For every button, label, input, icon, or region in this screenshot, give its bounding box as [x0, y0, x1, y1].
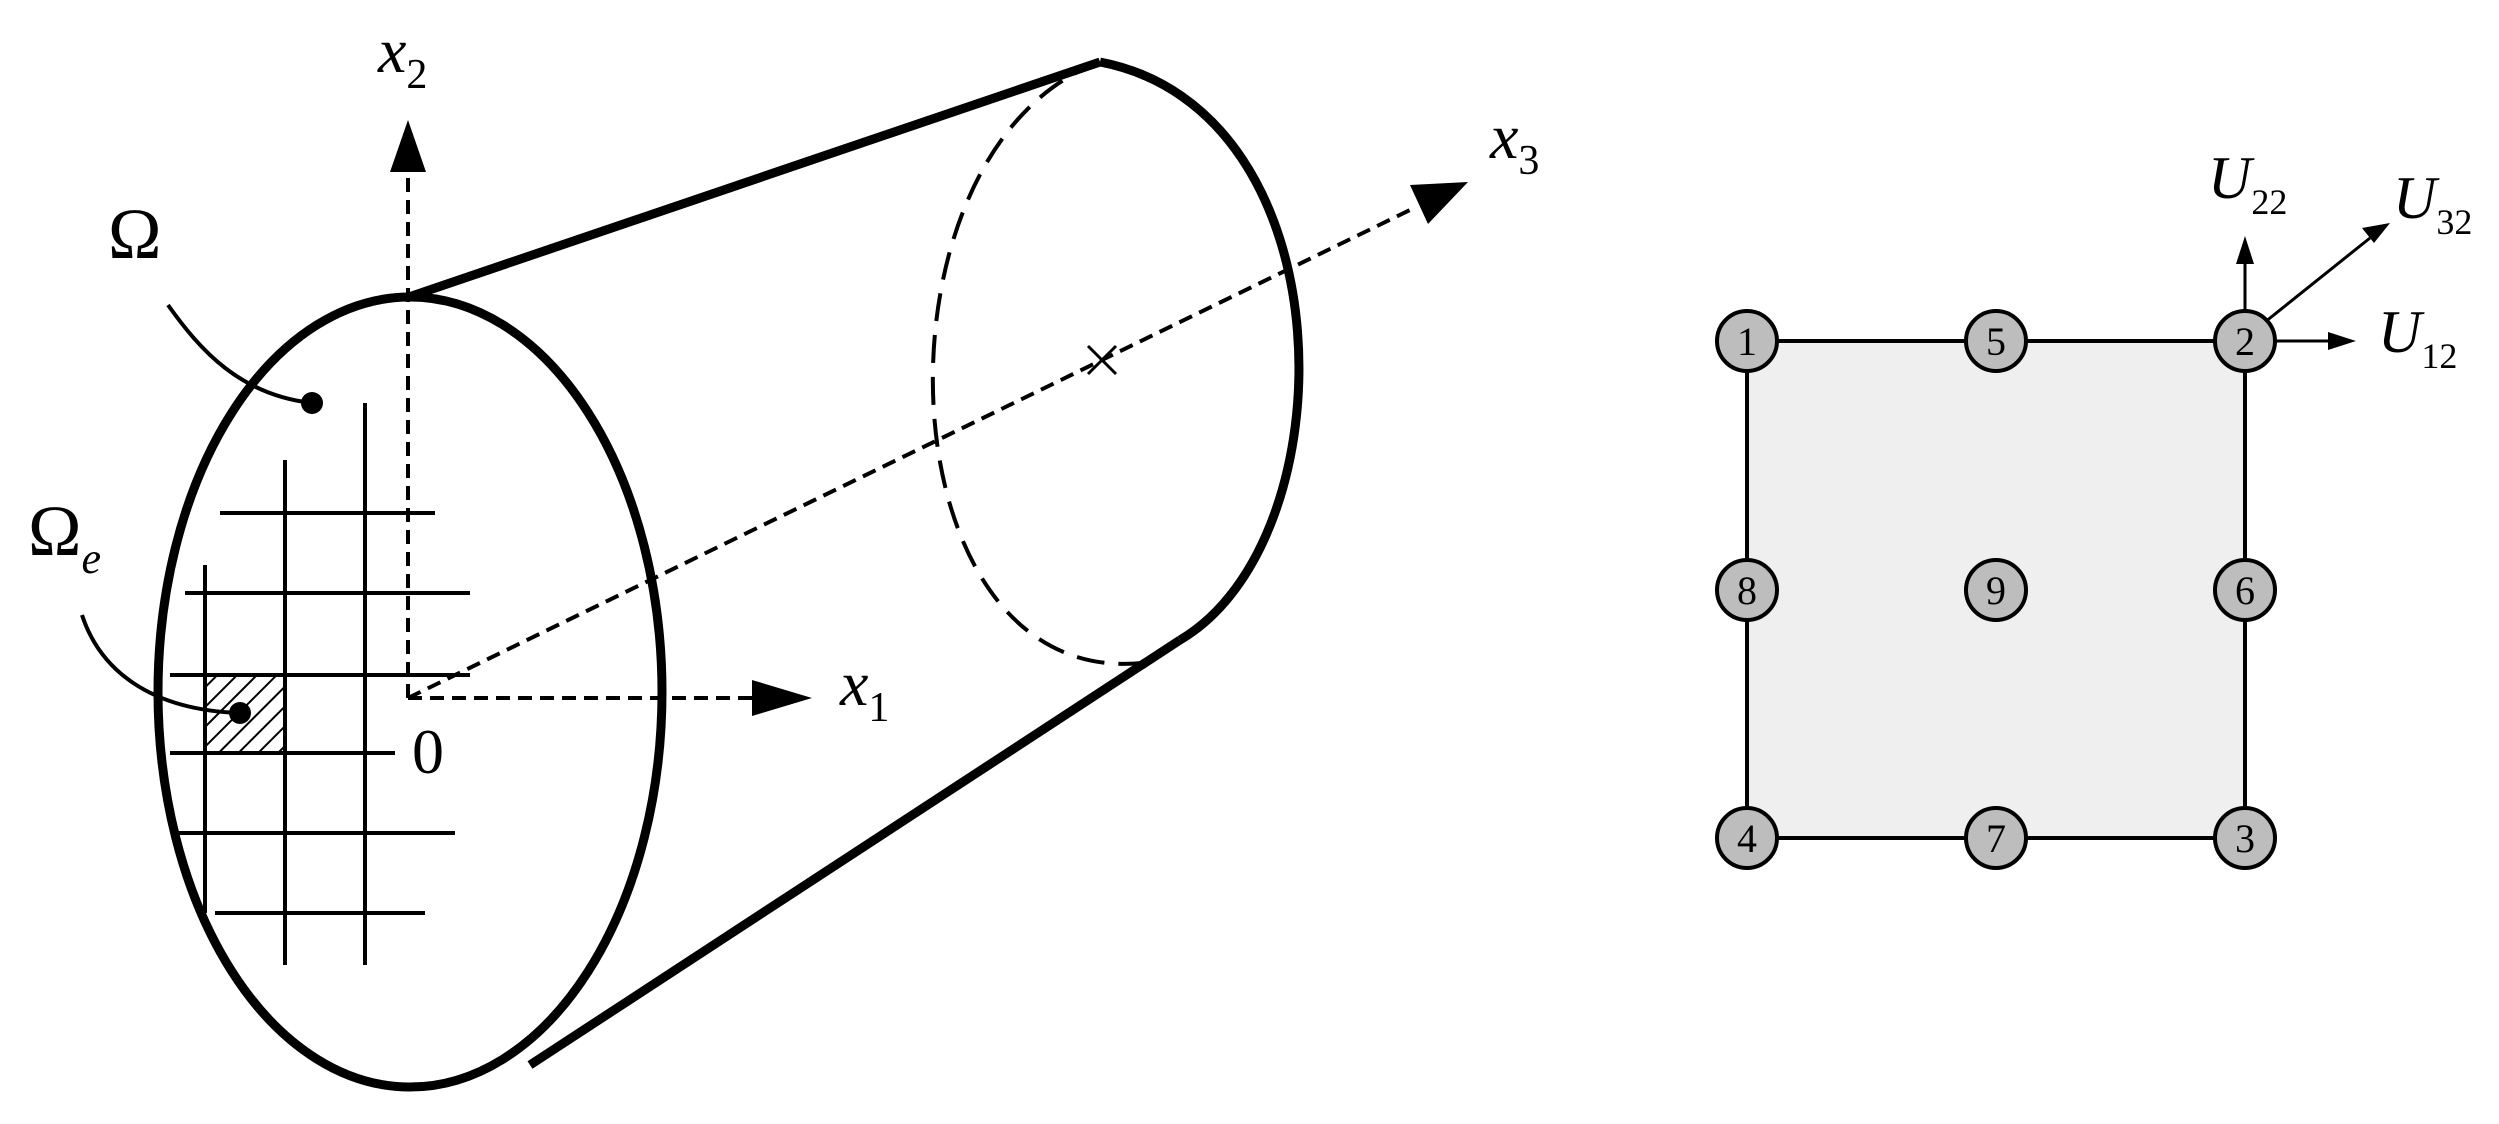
u22-label: U22 — [2208, 145, 2287, 222]
x3-arrowhead — [1410, 182, 1468, 224]
x2-arrowhead — [390, 120, 426, 172]
mesh-grid — [170, 403, 470, 965]
svg-text:5: 5 — [1986, 319, 2006, 364]
x3-axis-label: x3 — [1489, 101, 1539, 184]
x1-arrowhead — [752, 680, 812, 716]
svg-text:9: 9 — [1986, 568, 2006, 613]
u12-label: U12 — [2378, 299, 2457, 376]
omega-dot — [301, 392, 323, 414]
omega-label: Ω — [108, 194, 162, 274]
svg-text:1: 1 — [1737, 319, 1757, 364]
cylinder-top-edge — [398, 57, 1102, 305]
node: 2 — [2213, 309, 2277, 373]
back-ellipse-hidden — [930, 60, 1151, 666]
element-figure: U22 U32 U12 1 5 2 8 9 6 — [1715, 145, 2472, 870]
node: 8 — [1715, 558, 1779, 622]
node: 4 — [1715, 806, 1779, 870]
back-ellipse-visible — [1099, 57, 1304, 644]
omega-e-dot — [229, 702, 251, 724]
node: 7 — [1964, 806, 2028, 870]
svg-text:3: 3 — [2235, 816, 2255, 861]
u12-arrowhead — [2328, 332, 2356, 350]
x1-axis-label: x1 — [839, 648, 889, 731]
cylinder-bottom-edge — [527, 636, 1183, 1069]
omega-leader — [166, 303, 313, 405]
node: 9 — [1964, 558, 2028, 622]
x3-axis — [407, 208, 1411, 700]
svg-text:4: 4 — [1737, 816, 1757, 861]
u22-arrowhead — [2236, 236, 2254, 264]
u32-arrowhead — [2362, 223, 2390, 243]
node: 5 — [1964, 309, 2028, 373]
svg-text:8: 8 — [1737, 568, 1757, 613]
node: 1 — [1715, 309, 1779, 373]
u32-arrow — [2264, 236, 2371, 324]
origin-label: 0 — [412, 716, 444, 787]
node: 3 — [2213, 806, 2277, 870]
svg-text:2: 2 — [2235, 319, 2255, 364]
omega-e-leader — [80, 614, 241, 715]
svg-text:7: 7 — [1986, 816, 2006, 861]
node: 6 — [2213, 558, 2277, 622]
u32-label: U32 — [2393, 165, 2472, 242]
omega-e-label: Ωe — [28, 491, 101, 583]
svg-text:6: 6 — [2235, 568, 2255, 613]
cylinder-figure: x2 x1 x3 Ω Ωe 0 — [28, 15, 1539, 1092]
x2-axis-label: x2 — [377, 15, 427, 98]
